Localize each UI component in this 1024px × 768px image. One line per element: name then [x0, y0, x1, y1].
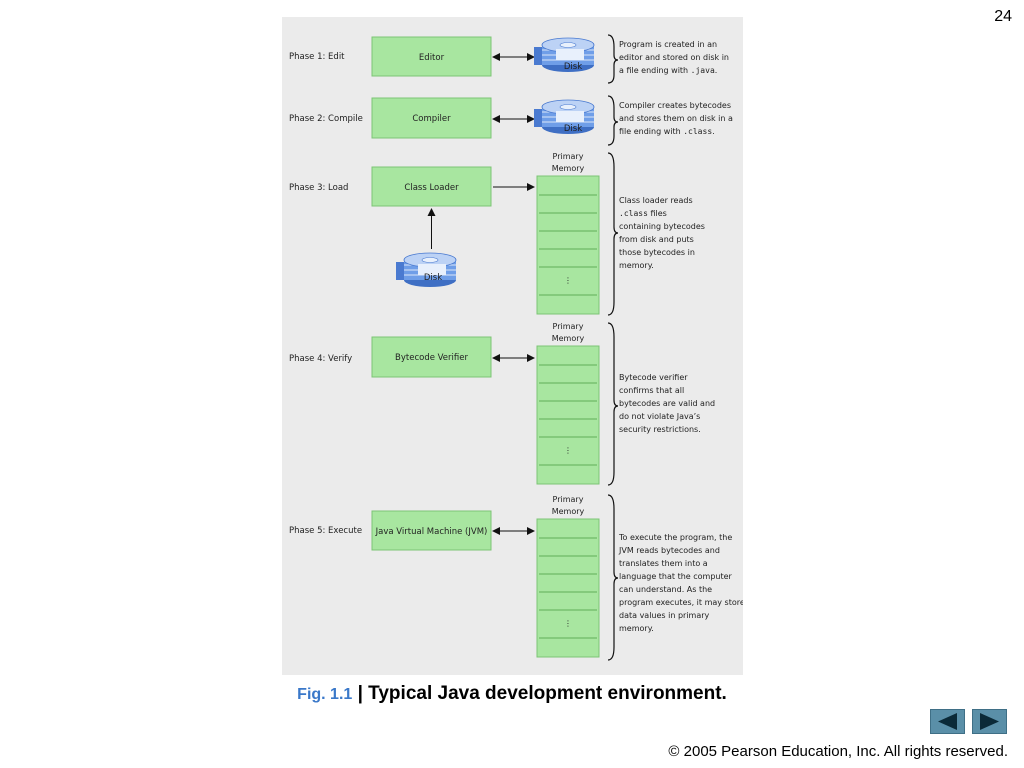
svg-text:language that the computer: language that the computer: [619, 572, 733, 581]
memory-label-verify-2: Memory: [552, 334, 585, 343]
page-number: 24: [994, 8, 1012, 25]
memory-label-load-1: Primary: [553, 152, 584, 161]
note-load: Class loader reads .class files containi…: [619, 196, 705, 270]
editor-label: Editor: [419, 53, 445, 63]
previous-slide-button[interactable]: [930, 709, 965, 734]
diagram-canvas: Phase 1: Edit Editor Disk Program is cre…: [289, 34, 743, 661]
phase-label-compile: Phase 2: Compile: [289, 114, 363, 124]
primary-memory-execute: ⋮: [536, 518, 600, 658]
triangle-right-icon: [972, 709, 1007, 734]
brace-edit: [607, 34, 619, 84]
svg-text:containing bytecodes: containing bytecodes: [619, 222, 705, 231]
jvm-box: [371, 510, 492, 551]
svg-text:from disk and puts: from disk and puts: [619, 235, 694, 244]
svg-text:security restrictions.: security restrictions.: [619, 425, 701, 434]
svg-text:memory.: memory.: [619, 261, 654, 270]
brace-verify: [607, 322, 619, 486]
svg-text:To execute the program, the: To execute the program, the: [618, 533, 732, 542]
brace-execute: [607, 494, 619, 661]
svg-text:confirms that all: confirms that all: [619, 386, 684, 395]
memory-label-verify-1: Primary: [553, 322, 584, 331]
triangle-left-icon: [930, 709, 965, 734]
svg-text:data values in primary: data values in primary: [619, 611, 710, 620]
svg-text:program executes, it may store: program executes, it may store: [619, 598, 743, 607]
memory-label-execute-2: Memory: [552, 507, 585, 516]
svg-text:bytecodes are valid and: bytecodes are valid and: [619, 399, 715, 408]
note-compile: Compiler creates bytecodes and stores th…: [619, 101, 733, 136]
svg-text:Bytecode verifier: Bytecode verifier: [619, 373, 688, 382]
svg-text:Class loader reads: Class loader reads: [619, 196, 693, 205]
class-loader-label: Class Loader: [404, 183, 459, 193]
svg-text:editor and stored on disk in: editor and stored on disk in: [619, 53, 729, 62]
note-edit: Program is created in an editor and stor…: [619, 40, 729, 75]
phase-label-verify: Phase 4: Verify: [289, 354, 352, 364]
svg-text:do not violate Java’s: do not violate Java’s: [619, 412, 700, 421]
svg-text:.class files: .class files: [619, 209, 667, 218]
primary-memory-load: ⋮: [536, 175, 600, 315]
compiler-label: Compiler: [412, 114, 451, 124]
brace-compile: [607, 95, 619, 146]
svg-text:translates them into a: translates them into a: [619, 559, 708, 568]
java-environment-diagram: Phase 1: Edit Editor Disk Program is cre…: [282, 17, 743, 675]
copyright-notice: © 2005 Pearson Education, Inc. All right…: [668, 743, 1008, 760]
next-slide-button[interactable]: [972, 709, 1007, 734]
jvm-label: Java Virtual Machine (JVM): [375, 527, 488, 537]
svg-text:Compiler creates bytecodes: Compiler creates bytecodes: [619, 101, 731, 110]
caption-separator: |: [352, 683, 369, 704]
note-execute: To execute the program, the JVM reads by…: [618, 533, 743, 633]
figure-number: Fig. 1.1: [297, 686, 353, 703]
compiler-box: [371, 97, 492, 139]
disk-label-compile: Disk: [564, 124, 582, 134]
memory-label-load-2: Memory: [552, 164, 585, 173]
note-verify: Bytecode verifier confirms that all byte…: [619, 373, 715, 434]
figure-title: Typical Java development environment.: [368, 683, 727, 704]
memory-label-execute-1: Primary: [553, 495, 584, 504]
svg-text:file ending with .class.: file ending with .class.: [619, 127, 715, 136]
primary-memory-verify: ⋮: [536, 345, 600, 485]
bytecode-verifier-box: [371, 336, 492, 378]
class-loader-box: [371, 166, 492, 207]
disk-label-load: Disk: [424, 273, 442, 283]
svg-text:can understand. As the: can understand. As the: [619, 585, 712, 594]
phase-label-load: Phase 3: Load: [289, 183, 348, 193]
svg-text:those bytecodes in: those bytecodes in: [619, 248, 695, 257]
figure-caption: Fig. 1.1 | Typical Java development envi…: [0, 683, 1024, 705]
phase-label-execute: Phase 5: Execute: [289, 526, 362, 536]
svg-text:⋮: ⋮: [564, 619, 572, 628]
svg-text:Program is created in an: Program is created in an: [619, 40, 717, 49]
brace-load: [607, 152, 619, 316]
svg-text:⋮: ⋮: [564, 276, 572, 285]
bytecode-verifier-label: Bytecode Verifier: [395, 353, 468, 363]
disk-label-edit: Disk: [564, 62, 582, 72]
svg-text:⋮: ⋮: [564, 446, 572, 455]
svg-text:a file ending with .java.: a file ending with .java.: [619, 66, 717, 75]
svg-text:memory.: memory.: [619, 624, 654, 633]
svg-text:JVM reads bytecodes and: JVM reads bytecodes and: [618, 546, 720, 555]
editor-box: [371, 36, 492, 77]
phase-label-edit: Phase 1: Edit: [289, 52, 345, 62]
svg-text:and stores them on disk in a: and stores them on disk in a: [619, 114, 733, 123]
